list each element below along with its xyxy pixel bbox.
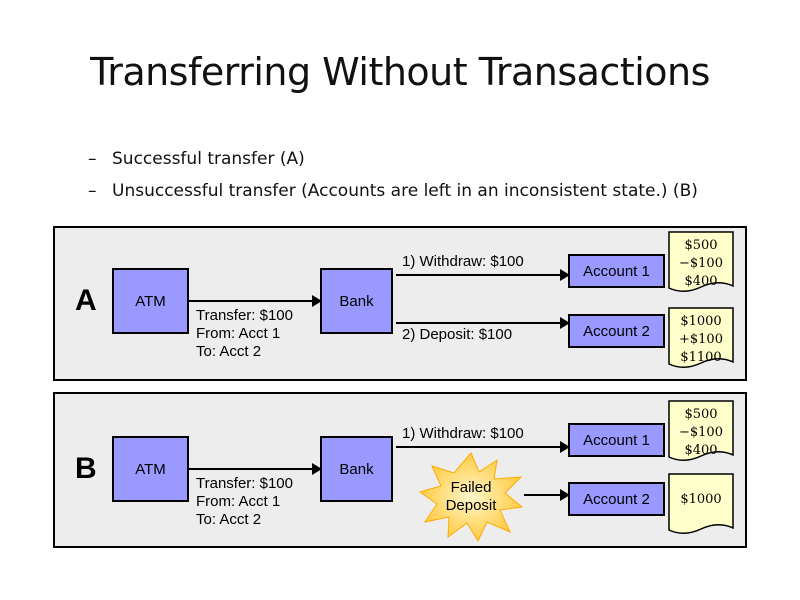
deposit-arrow [524,489,570,501]
ledger-line: −$100 [679,256,723,271]
bullet-text: Unsuccessful transfer (Accounts are left… [112,181,698,201]
transfer-line: Transfer: $100 [196,475,293,492]
panel-a: A ATM Bank Transfer: $100 From: Acct 1 T… [53,226,747,381]
ledger-line: $1100 [680,350,722,365]
withdraw-label: 1) Withdraw: $100 [402,253,524,270]
account1-label: Account 1 [583,262,650,280]
transfer-line: From: Acct 1 [196,493,281,510]
atm-label: ATM [135,460,166,478]
transfer-line: To: Acct 2 [196,511,262,528]
bullet-item: –Successful transfer (A) [88,149,305,169]
account2-box: Account 2 [568,314,665,348]
withdraw-arrow [396,269,570,281]
bullet-item: –Unsuccessful transfer (Accounts are lef… [88,181,698,201]
ledger-line: $500 [684,238,718,253]
failed-deposit-burst: Failed Deposit [418,452,524,543]
account1-ledger: $500 −$100 $400 [668,231,734,295]
deposit-label: 2) Deposit: $100 [402,326,513,343]
deposit-arrow [396,317,570,329]
bullet-list: –Successful transfer (A) –Unsuccessful t… [88,146,698,210]
transfer-line: Transfer: $100 [196,307,293,324]
explosion-burst-icon [418,452,524,543]
ledger-line: $400 [684,274,718,289]
ledger-line: $400 [684,443,718,458]
slide-title: Transferring Without Transactions [90,50,710,94]
bank-label: Bank [339,292,374,310]
atm-box: ATM [112,268,189,334]
account2-label: Account 2 [583,322,650,340]
transfer-request: Transfer: $100 From: Acct 1 To: Acct 2 [196,307,293,361]
account2-box: Account 2 [568,482,665,516]
bank-label: Bank [339,460,374,478]
panel-label: A [75,284,97,317]
ledger-document-icon [668,400,734,461]
withdraw-arrow [396,441,570,453]
bank-box: Bank [320,436,393,502]
failed-label: Failed [450,479,492,496]
account1-box: Account 1 [568,423,665,457]
failed-label: Deposit [445,497,497,514]
ledger-document-icon [668,307,734,368]
account1-box: Account 1 [568,254,665,288]
account1-label: Account 1 [583,431,650,449]
account1-ledger: $500 −$100 $400 [668,400,734,464]
ledger-line: $1000 [680,314,722,329]
account2-ledger: $1000 [668,473,734,537]
ledger-line: $1000 [680,492,722,507]
ledger-document-icon [668,231,734,292]
account2-label: Account 2 [583,490,650,508]
transfer-line: From: Acct 1 [196,325,281,342]
transfer-line: To: Acct 2 [196,343,262,360]
bank-box: Bank [320,268,393,334]
ledger-line: $500 [684,407,718,422]
atm-label: ATM [135,292,166,310]
ledger-document-icon [668,473,734,534]
panel-label: B [75,452,97,485]
account2-ledger: $1000 +$100 $1100 [668,307,734,371]
transfer-request: Transfer: $100 From: Acct 1 To: Acct 2 [196,475,293,529]
bullet-text: Successful transfer (A) [112,149,305,169]
ledger-line: +$100 [679,332,723,347]
request-arrow [189,463,322,475]
panel-b: B ATM Bank Transfer: $100 From: Acct 1 T… [53,392,747,548]
withdraw-label: 1) Withdraw: $100 [402,425,524,442]
request-arrow [189,295,322,307]
ledger-line: −$100 [679,425,723,440]
atm-box: ATM [112,436,189,502]
